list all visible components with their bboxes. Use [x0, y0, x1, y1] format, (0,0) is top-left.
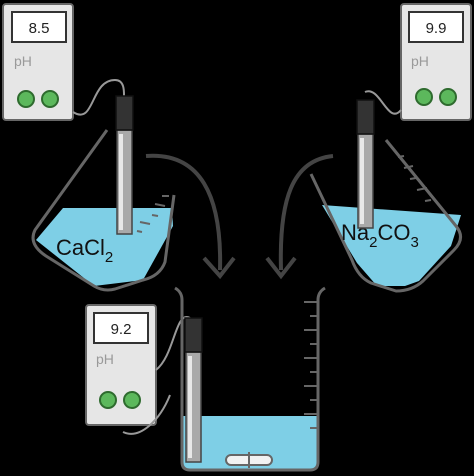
- ph-meter-bottom: 9.2 pH: [85, 304, 157, 426]
- meter-display: [408, 11, 464, 43]
- beaker-left-liquid: [36, 208, 173, 286]
- beaker-right-liquid: [322, 205, 461, 286]
- meter-button-right[interactable]: [41, 90, 59, 108]
- meter-cable-bottom-2: [122, 394, 171, 435]
- beaker-bottom-scale: [304, 301, 318, 429]
- beaker-left-label: CaCl2: [56, 235, 113, 266]
- beaker-right-scale: [397, 155, 432, 202]
- beaker-bottom-liquid: [182, 416, 318, 470]
- meter-reading: 8.5: [29, 20, 50, 37]
- ph-meter-top-left: 8.5 pH: [2, 3, 74, 121]
- ph-meter-top-right: 9.9 pH: [400, 3, 472, 121]
- meter-display: [93, 312, 149, 344]
- meter-button-left[interactable]: [17, 90, 35, 108]
- meter-unit-label: pH: [96, 351, 114, 367]
- ph-probe-right: [356, 99, 375, 229]
- beaker-left-glass: [31, 129, 176, 292]
- meter-reading: 9.2: [111, 321, 132, 338]
- beaker-right-glass: [309, 139, 462, 293]
- beaker-bottom: [174, 286, 326, 472]
- arrow-right-to-bottom: [265, 154, 334, 280]
- meter-cable-top-right: [364, 90, 402, 115]
- meter-button-right[interactable]: [123, 391, 141, 409]
- beaker-left: CaCl2: [31, 129, 176, 292]
- meter-unit-label: pH: [14, 53, 32, 69]
- meter-cable-bottom: [155, 316, 191, 371]
- meter-cable-top-left: [72, 78, 126, 116]
- ph-probe-bottom: [184, 317, 203, 463]
- meter-reading: 9.9: [426, 20, 447, 37]
- meter-button-left[interactable]: [99, 391, 117, 409]
- meter-display: [11, 11, 67, 43]
- meter-unit-label: pH: [411, 53, 429, 69]
- meter-button-right[interactable]: [439, 88, 457, 106]
- ph-probe-left: [115, 95, 134, 235]
- meter-button-left[interactable]: [415, 88, 433, 106]
- arrow-left-to-bottom: [145, 153, 236, 280]
- beaker-left-scale: [136, 195, 169, 233]
- beaker-bottom-glass: [174, 286, 326, 472]
- beaker-right: Na2CO3: [309, 139, 462, 293]
